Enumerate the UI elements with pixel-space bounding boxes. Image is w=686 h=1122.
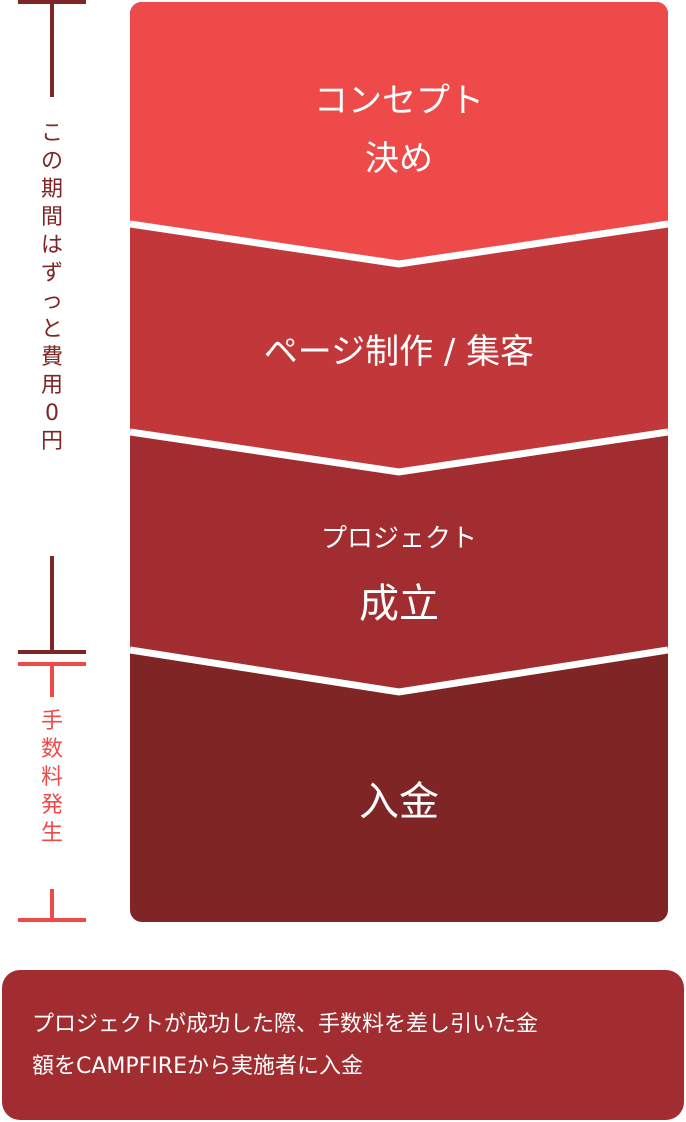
label-char: っ <box>40 289 63 314</box>
note-line-1: プロジェクトが成功した際、手数料を差し引いた金 <box>32 1012 539 1037</box>
step-1-line-1: コンセプト <box>314 81 484 121</box>
fee-period-bracket: 手 数 料 発 生 <box>18 662 86 924</box>
bracket-top-line <box>50 662 54 697</box>
label-char: 0 <box>45 401 59 426</box>
step-2-label: ページ制作 / 集客 <box>263 332 535 372</box>
bracket-bottom-bar <box>18 918 86 922</box>
step-1-line-2: 決め <box>365 139 433 179</box>
label-char: 用 <box>40 373 63 398</box>
step-3-label: 成立 <box>359 581 439 627</box>
label-char: 期 <box>40 177 63 202</box>
flow-chevrons <box>130 2 668 696</box>
label-char: の <box>40 149 63 174</box>
free-period-label: こ の 期 間 は ず っ と 費 用 0 円 <box>18 120 86 456</box>
label-char: ず <box>40 261 63 286</box>
label-char: 料 <box>40 765 63 790</box>
label-char: 円 <box>40 429 63 454</box>
flow-diagram: コンセプト 決め ページ制作 / 集客 プロジェクト 成立 入金 <box>130 2 668 922</box>
label-char: と <box>40 317 63 342</box>
bracket-bottom-bar <box>18 650 86 654</box>
note-line-2: 額をCAMPFIREから実施者に入金 <box>32 1054 363 1079</box>
payout-note: プロジェクトが成功した際、手数料を差し引いた金 額をCAMPFIREから実施者に… <box>2 970 684 1120</box>
label-char: 発 <box>40 793 63 818</box>
label-char: 手 <box>40 709 63 734</box>
free-period-bracket: こ の 期 間 は ず っ と 費 用 0 円 <box>18 0 86 656</box>
fee-period-label: 手 数 料 発 生 <box>18 708 86 848</box>
step-1-label: コンセプト 決め <box>130 72 668 188</box>
label-char: 生 <box>40 821 63 846</box>
step-4-label: 入金 <box>359 779 439 825</box>
label-char: は <box>40 233 63 258</box>
step-3-sublabel: プロジェクト <box>320 524 477 554</box>
label-char: 間 <box>40 205 63 230</box>
label-char: こ <box>40 121 63 146</box>
label-char: 費 <box>40 345 63 370</box>
bracket-bottom-line <box>50 556 54 652</box>
step-1-shape <box>130 2 668 264</box>
bracket-top-line <box>50 0 54 97</box>
label-char: 数 <box>40 737 63 762</box>
bracket-bottom-line <box>50 889 54 922</box>
